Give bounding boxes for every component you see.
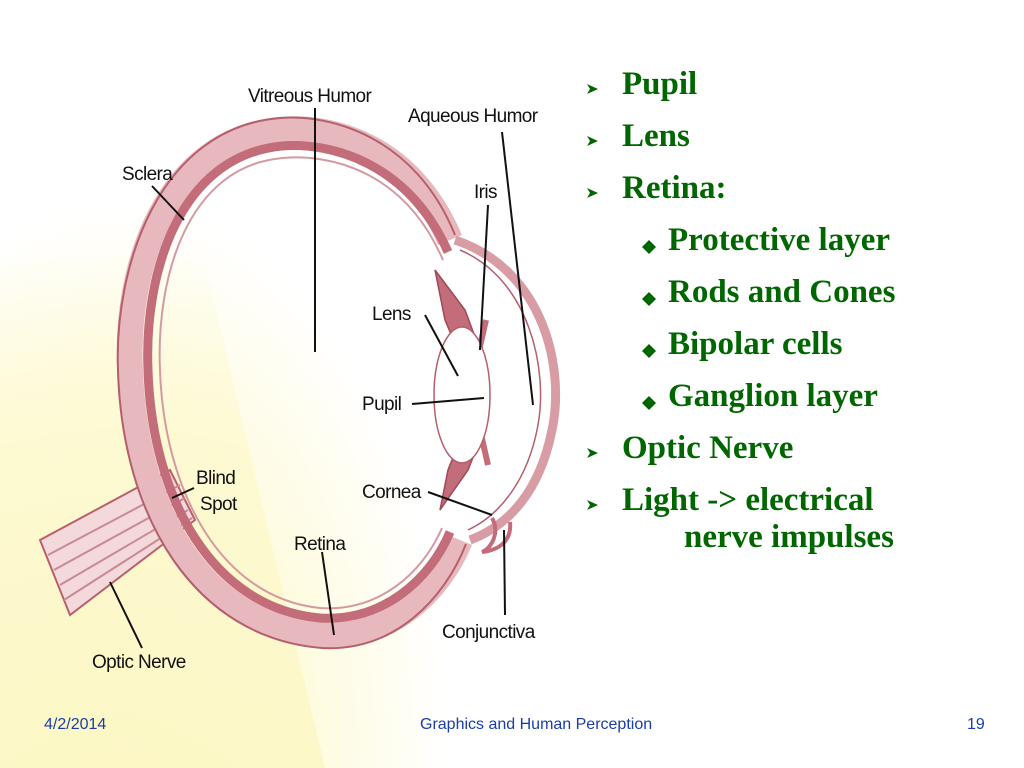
bullet-item-light-electrical: Light -> electrical nerve impulses	[582, 482, 1012, 566]
leader-lines	[109, 108, 534, 649]
diamond-bullet-icon	[642, 396, 656, 410]
bullet-text-protective-layer: Protective layer	[668, 222, 891, 258]
bullet-text-bipolar-cells: Bipolar cells	[668, 326, 843, 362]
label-cornea: Cornea	[362, 482, 422, 503]
label-iris: Iris	[474, 182, 497, 203]
bullet-item-rods-cones: Rods and Cones	[582, 274, 1012, 326]
arrow-bullet-icon	[587, 448, 598, 458]
footer-page-number: 19	[967, 716, 985, 733]
label-retina: Retina	[294, 534, 346, 555]
bullet-list: Pupil Lens Retina: Protective layer Rods…	[582, 66, 1012, 566]
label-aqueous-humor: Aqueous Humor	[408, 106, 539, 127]
bullet-item-bipolar-cells: Bipolar cells	[582, 326, 1012, 378]
conjunctiva-shape	[481, 517, 513, 554]
bullet-text-ganglion-layer: Ganglion layer	[668, 378, 878, 414]
diamond-bullet-icon	[642, 344, 656, 358]
bullet-item-protective-layer: Protective layer	[582, 222, 1012, 274]
label-lens: Lens	[372, 304, 411, 325]
arrow-bullet-icon	[587, 84, 598, 94]
footer-title: Graphics and Human Perception	[420, 716, 653, 733]
bullet-text-rods-cones: Rods and Cones	[668, 274, 896, 310]
eye-anatomy-diagram: Vitreous Humor Aqueous Humor Sclera Iris…	[38, 86, 561, 673]
bullet-item-ganglion-layer: Ganglion layer	[582, 378, 1012, 430]
label-vitreous-humor: Vitreous Humor	[248, 86, 373, 107]
bullet-text-light-line1: Light -> electrical	[622, 482, 874, 518]
bullet-text-optic-nerve: Optic Nerve	[622, 430, 794, 466]
bullet-text-retina: Retina:	[622, 170, 727, 206]
label-optic-nerve: Optic Nerve	[92, 652, 186, 673]
cornea-shape	[453, 235, 561, 545]
label-pupil: Pupil	[362, 394, 401, 415]
lens-shape	[433, 326, 491, 464]
bullet-text-pupil: Pupil	[622, 66, 698, 102]
label-conjunctiva: Conjunctiva	[442, 622, 536, 643]
bullet-text-light-line2: nerve impulses	[684, 518, 894, 555]
footer-date: 4/2/2014	[44, 716, 107, 733]
bullet-item-lens: Lens	[582, 118, 1012, 170]
sclera-shape	[116, 116, 473, 649]
label-blind-spot-line1: Blind	[196, 468, 235, 489]
bullet-item-retina: Retina:	[582, 170, 1012, 222]
bullet-text-lens: Lens	[622, 118, 690, 154]
label-blind-spot-line2: Spot	[200, 494, 238, 515]
arrow-bullet-icon	[587, 188, 598, 198]
diamond-bullet-icon	[642, 240, 656, 254]
diamond-bullet-icon	[642, 292, 656, 306]
retina-band-shape	[143, 141, 455, 623]
bullet-item-pupil: Pupil	[582, 66, 1012, 118]
bullet-item-optic-nerve: Optic Nerve	[582, 430, 1012, 482]
label-sclera: Sclera	[122, 164, 173, 185]
arrow-bullet-icon	[587, 500, 598, 510]
arrow-bullet-icon	[587, 136, 598, 146]
